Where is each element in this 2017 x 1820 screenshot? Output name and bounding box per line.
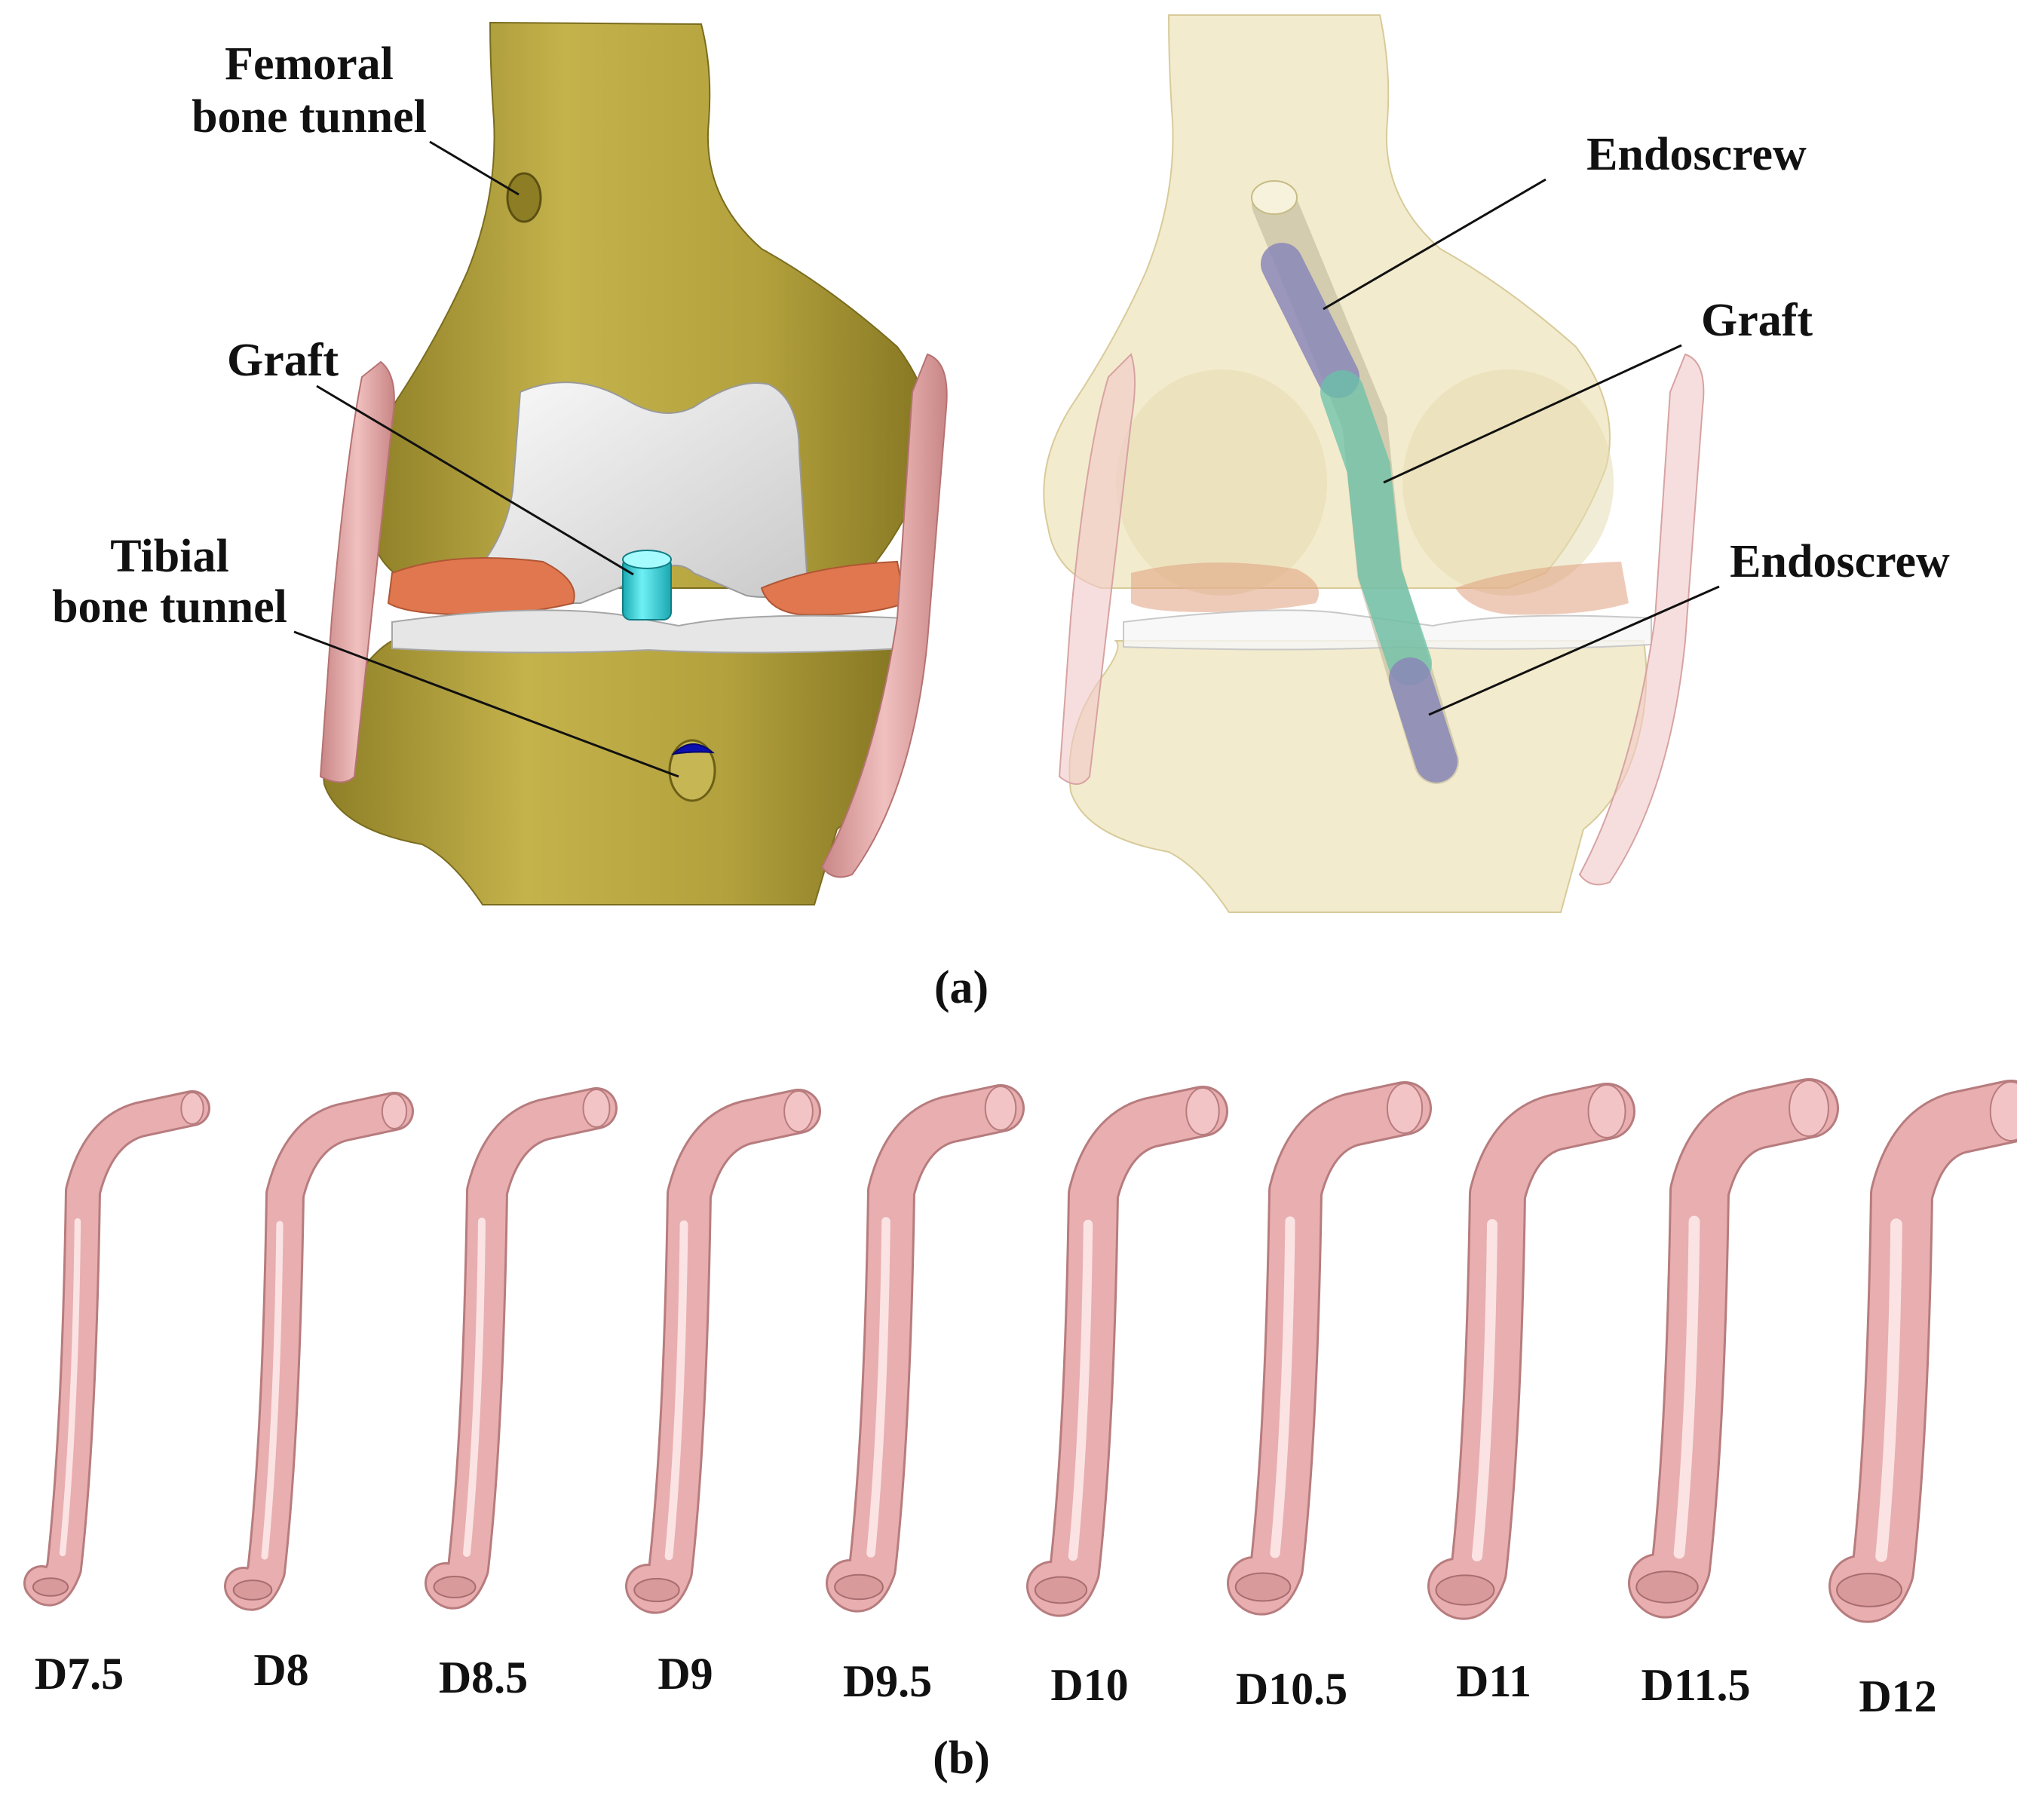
graft-end-cap-top	[1989, 1081, 2017, 1141]
graft-tube-highlight	[1472, 1219, 1497, 1561]
tibia	[322, 640, 901, 905]
leader-tibial	[293, 630, 679, 778]
leader-graft-right	[1383, 344, 1682, 484]
label-femoral-line2: bone tunnel	[192, 91, 427, 142]
tibia-transparent	[1068, 640, 1648, 913]
meniscus-right	[760, 560, 906, 616]
graft-end-cap-bottom	[1836, 1573, 1902, 1607]
tibial-tunnel-blue	[671, 743, 716, 755]
leader-endoscrew-bottom	[1428, 585, 1720, 716]
graft-cyan-top	[622, 550, 672, 569]
graft-d12: D12	[1828, 1080, 2017, 1721]
graft-size-label: D8	[253, 1645, 308, 1695]
graft-size-label: D11.5	[1641, 1660, 1750, 1710]
graft-d9-5: D9.5	[826, 1084, 1025, 1706]
graft-end-cap-top	[1185, 1087, 1220, 1135]
graft-d9: D9	[625, 1089, 821, 1699]
graft-end-cap-top	[1386, 1083, 1424, 1134]
graft-d8: D8	[224, 1092, 414, 1695]
graft-end-cap-top	[1587, 1084, 1626, 1138]
knee-model-opaque	[319, 21, 948, 905]
graft-end-cap-top	[582, 1089, 611, 1128]
meniscus-left-transparent	[1131, 562, 1320, 612]
panel-b-grafts: D7.5 D8 D8.5 D9 D9.5 D10 D10.5 D11 D11.5 D12	[23, 1078, 2017, 1721]
mcl-ligament-left	[319, 360, 395, 783]
label-graft-right: Graft	[1701, 295, 1813, 346]
graft-end-cap-bottom	[1234, 1572, 1292, 1602]
graft-tube-highlight	[1270, 1216, 1295, 1558]
tibial-tunnel-hole	[668, 739, 716, 802]
leader-femoral	[429, 140, 520, 196]
graft-tube-highlight	[866, 1217, 890, 1558]
graft-size-label: D10	[1050, 1660, 1128, 1710]
label-tibial-line2: bone tunnel	[52, 581, 287, 633]
label-graft-left: Graft	[227, 335, 339, 386]
caption-panel-b: (b)	[933, 1733, 990, 1784]
knee-model-transparent	[1043, 14, 1705, 913]
femoral-tunnel-hole	[506, 172, 542, 223]
caption-panel-a: (a)	[934, 962, 989, 1013]
graft-end-cap-bottom	[1435, 1574, 1495, 1606]
graft-end-cap-bottom	[1635, 1570, 1699, 1604]
label-femoral-line1: Femoral	[225, 38, 394, 90]
graft-end-cap-top	[1789, 1080, 1829, 1137]
femoral-tunnel-top	[1251, 180, 1298, 215]
panel-a-annotations: Femoral bone tunnel Graft Tibial bone tu…	[52, 38, 1950, 1013]
mcl-ligament-transparent	[1058, 353, 1136, 785]
graft-end-cap-top	[180, 1092, 204, 1125]
label-endoscrew-top: Endoscrew	[1586, 129, 1807, 180]
graft-end-cap-bottom	[1034, 1576, 1088, 1604]
graft-transparent	[1320, 370, 1432, 685]
meniscus-left	[387, 557, 575, 616]
label-endoscrew-bottom: Endoscrew	[1730, 536, 1950, 587]
graft-end-cap-top	[381, 1093, 408, 1129]
graft-tube-highlight	[1068, 1219, 1093, 1561]
graft-tube-highlight	[1875, 1218, 1902, 1562]
graft-end-cap-top	[984, 1086, 1017, 1131]
graft-end-cap-bottom	[834, 1573, 884, 1601]
graft-end-cap-bottom	[32, 1577, 69, 1597]
graft-tube-highlight	[463, 1218, 486, 1557]
endoscrew-femoral	[1261, 243, 1359, 398]
graft-end-cap-bottom	[232, 1579, 273, 1601]
graft-tube-highlight	[59, 1218, 81, 1557]
endoscrew-tibial	[1389, 657, 1458, 783]
graft-end-cap-bottom	[433, 1576, 477, 1598]
label-tibial-line1: Tibial	[110, 531, 228, 582]
graft-d8-5: D8.5	[425, 1087, 618, 1702]
graft-size-label: D9.5	[843, 1656, 932, 1706]
leader-graft-left	[316, 385, 634, 576]
leader-endoscrew-top	[1323, 178, 1546, 311]
lcl-ligament-left	[820, 353, 948, 878]
graft-size-label: D7.5	[35, 1649, 124, 1699]
graft-end-cap-top	[783, 1090, 814, 1132]
condyle-left-transparent	[1116, 369, 1327, 596]
graft-d7-5: D7.5	[23, 1090, 210, 1699]
graft-tube-highlight	[1673, 1215, 1700, 1559]
graft-size-label: D11	[1456, 1656, 1531, 1706]
meniscus-right-transparent	[1455, 562, 1629, 615]
graft-size-label: D8.5	[439, 1653, 528, 1702]
graft-size-label: D10.5	[1236, 1664, 1347, 1714]
condyle-right-transparent	[1402, 369, 1614, 596]
graft-end-cap-bottom	[633, 1577, 680, 1603]
graft-d11: D11	[1427, 1083, 1635, 1706]
graft-d10-5: D10.5	[1227, 1081, 1432, 1714]
graft-d11-5: D11.5	[1628, 1078, 1839, 1710]
graft-tube-highlight	[261, 1221, 284, 1560]
graft-tube-highlight	[664, 1220, 688, 1561]
graft-size-label: D9	[658, 1649, 713, 1699]
lcl-ligament-transparent	[1578, 353, 1705, 886]
graft-d10: D10	[1026, 1086, 1228, 1710]
graft-size-label: D12	[1859, 1671, 1936, 1721]
